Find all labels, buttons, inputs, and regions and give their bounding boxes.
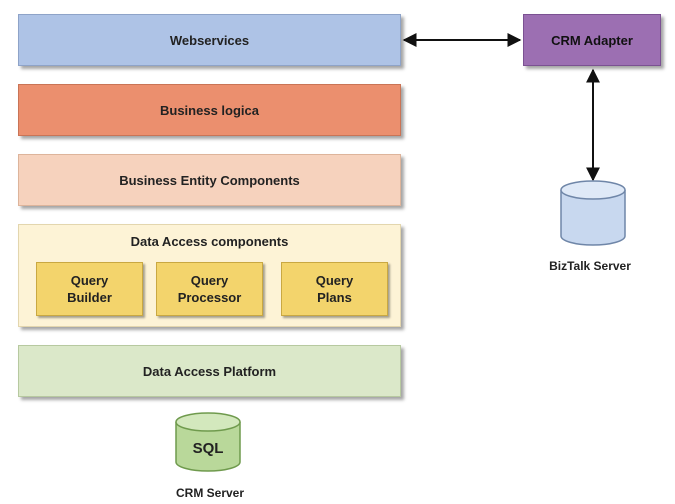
biztalk-database-icon — [560, 180, 626, 246]
webservices-layer: Webservices — [18, 14, 401, 66]
business-entity-components-label: Business Entity Components — [119, 172, 300, 188]
data-access-components-label: Data Access components — [130, 234, 289, 249]
webservices-label: Webservices — [169, 32, 250, 48]
query-builder-box: Query Builder — [36, 262, 143, 316]
crm-adapter-box: CRM Adapter — [523, 14, 661, 66]
business-logic-layer: Business logica — [18, 84, 401, 136]
biztalk-server-label: BizTalk Server — [549, 259, 631, 273]
crm-adapter-label: CRM Adapter — [551, 32, 633, 48]
crm-server-label: CRM Server — [175, 486, 245, 500]
query-processor-box: Query Processor — [156, 262, 263, 316]
business-logic-label: Business logica — [160, 102, 259, 118]
data-access-platform-label: Data Access Platform — [142, 363, 277, 379]
sql-database-icon: SQL — [175, 412, 241, 472]
data-access-platform-layer: Data Access Platform — [18, 345, 401, 397]
business-entity-components-layer: Business Entity Components — [18, 154, 401, 206]
data-access-components-layer: Data Access components Query Builder Que… — [18, 224, 401, 327]
query-plans-box: Query Plans — [281, 262, 388, 316]
sql-cylinder-text: SQL — [193, 440, 224, 457]
